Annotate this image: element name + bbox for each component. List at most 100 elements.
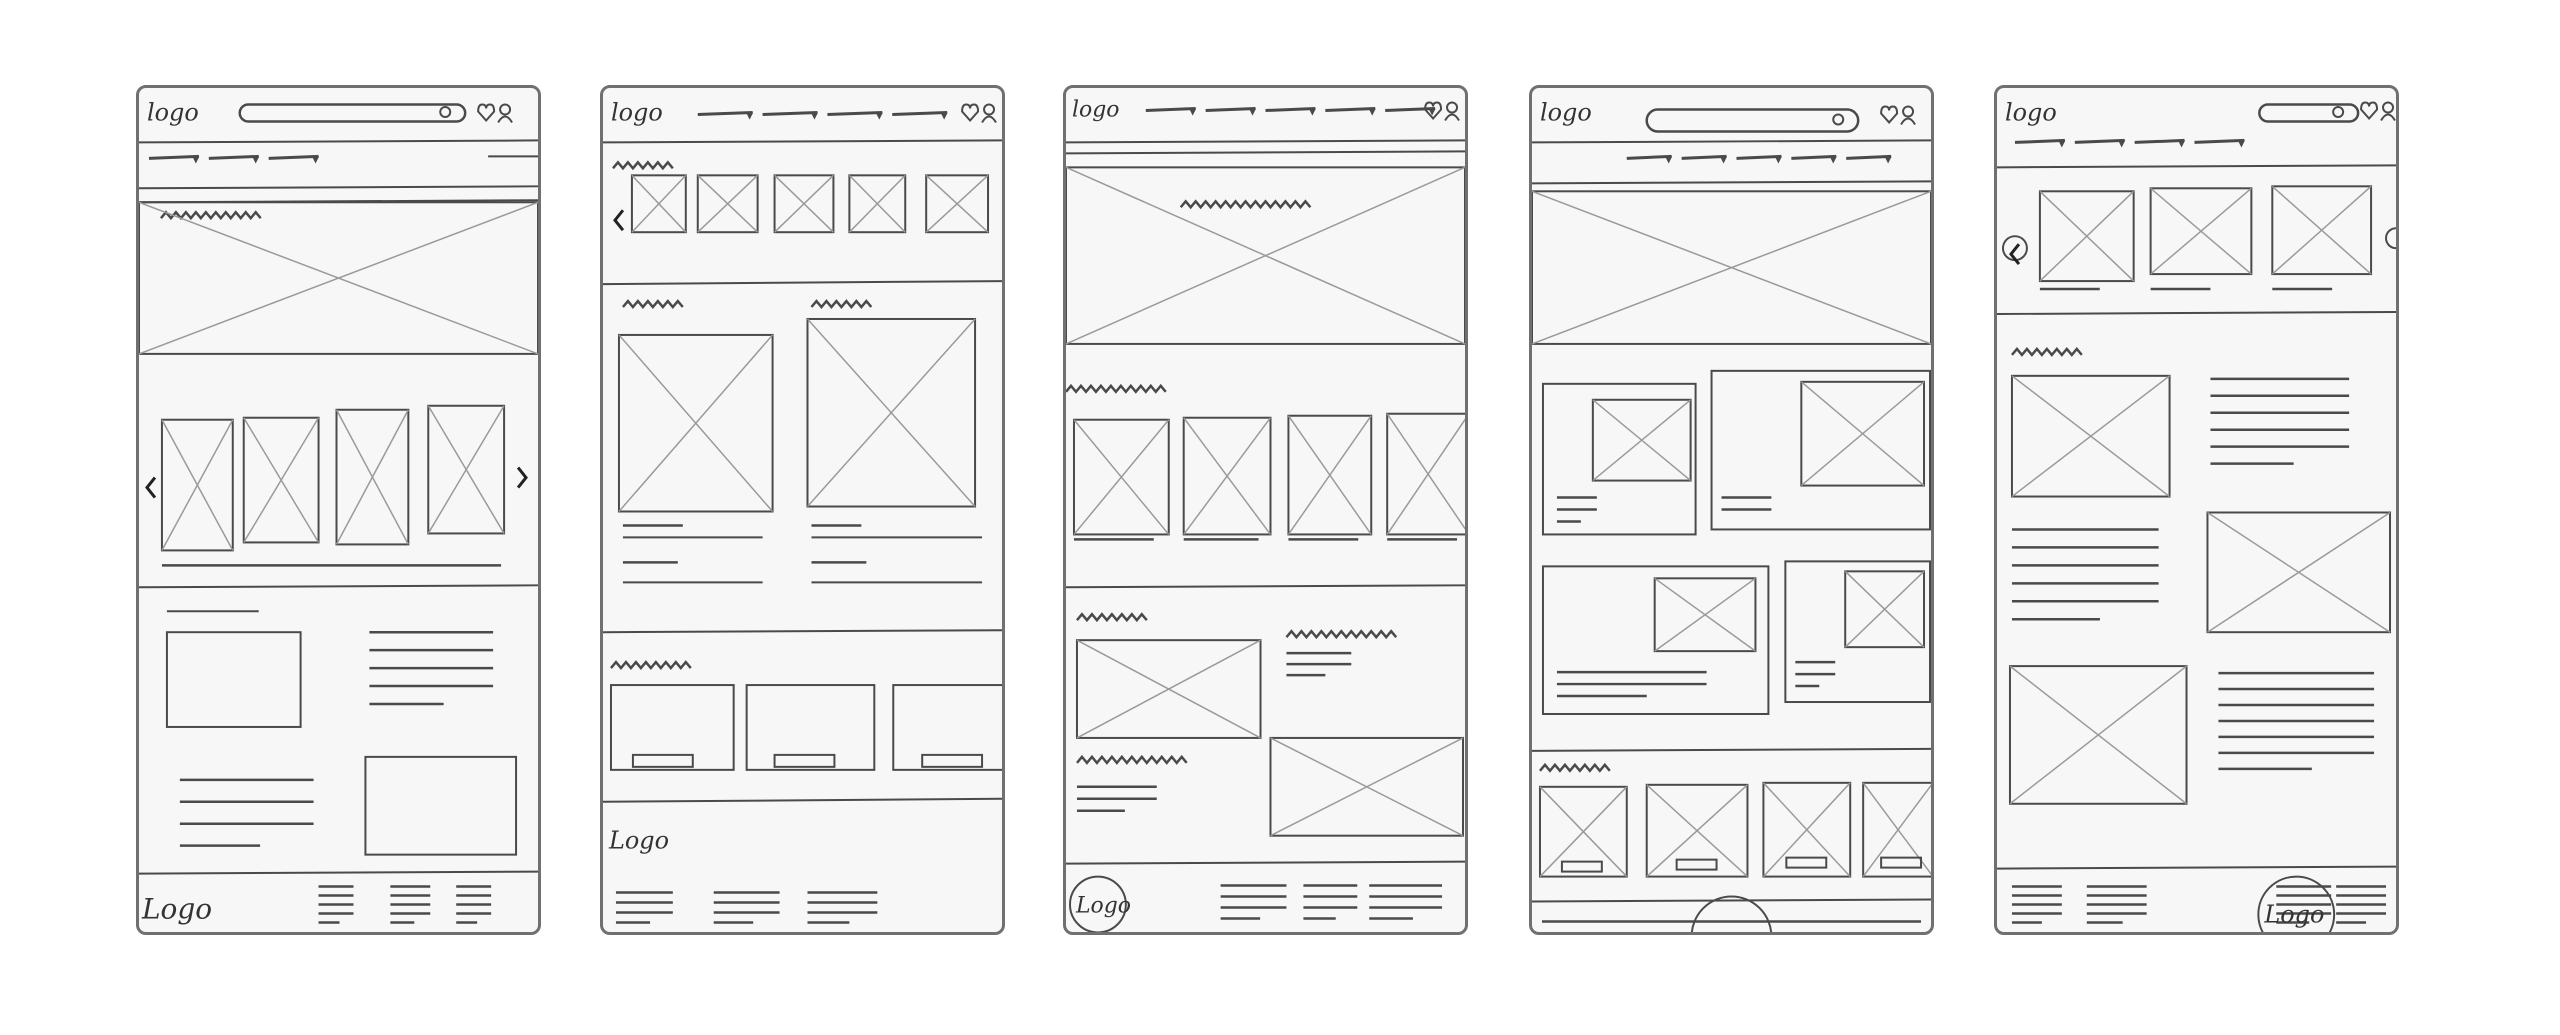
- chevron-down-icon: [1720, 156, 1727, 164]
- placeholder-frame: [2038, 190, 2135, 283]
- image-placeholder: [1269, 736, 1465, 837]
- placeholder-frame: [1066, 166, 1465, 345]
- chevron-down-icon: [875, 112, 883, 120]
- placeholder-frame: [848, 174, 907, 234]
- placeholder-frame: [427, 404, 506, 535]
- heart-icon: [961, 103, 980, 122]
- placeholder-cross: [1183, 417, 1272, 535]
- placeholder-cross: [1066, 166, 1465, 345]
- chevron-down-icon: [1774, 156, 1782, 164]
- placeholder-cross: [925, 174, 989, 233]
- placeholder-cross: [1532, 190, 1931, 345]
- nav-item: [1265, 107, 1316, 112]
- image-placeholder: [1287, 414, 1373, 536]
- placeholder-frame: [139, 201, 538, 355]
- divider-line: [1532, 180, 1931, 185]
- placeholder-frame: [630, 174, 687, 234]
- image-placeholder: [1532, 190, 1931, 345]
- placeholder-cross: [1539, 786, 1628, 878]
- placeholder-cross: [631, 174, 687, 233]
- logo-text: Logo: [141, 892, 212, 925]
- image-placeholder: [1800, 380, 1926, 487]
- image-placeholder: [1072, 418, 1170, 536]
- image-placeholder: [1762, 781, 1852, 878]
- content-block: [1710, 369, 1931, 531]
- placeholder-cross: [1270, 737, 1464, 837]
- placeholder-frame: [696, 174, 759, 234]
- chevron-down-icon: [2118, 140, 2126, 148]
- placeholder-frame: [1072, 418, 1170, 536]
- image-placeholder: [1538, 785, 1628, 878]
- placeholder-cross: [2011, 375, 2171, 498]
- placeholder-frame: [1862, 781, 1931, 878]
- content-block: [1675, 858, 1718, 871]
- nav-item: [1385, 107, 1436, 112]
- image-placeholder: [617, 333, 774, 513]
- search-bar: [2258, 103, 2360, 123]
- image-placeholder: [1645, 783, 1749, 878]
- placeholder-cross: [335, 409, 409, 545]
- image-placeholder: [160, 418, 234, 552]
- divider-line: [1066, 150, 1465, 155]
- chevron-down-icon: [312, 156, 319, 164]
- content-block: [364, 755, 518, 856]
- search-icon: [2332, 106, 2345, 118]
- logo-text: logo: [147, 98, 199, 126]
- placeholder-cross: [1844, 570, 1925, 648]
- chevron-down-icon: [1665, 156, 1673, 164]
- placeholder-cross: [848, 174, 906, 233]
- image-placeholder: [1844, 570, 1926, 649]
- heading-scribble: [2011, 346, 2083, 357]
- logo-text: Logo: [608, 827, 669, 855]
- circle-shape: [2257, 875, 2336, 932]
- chevron-down-icon: [1884, 156, 1892, 164]
- user-icon-body: [981, 115, 997, 124]
- divider-line: [603, 629, 1002, 634]
- circle-shape: [1069, 875, 1127, 932]
- chevron-right-icon: [516, 466, 528, 489]
- divider-line: [1997, 164, 2396, 169]
- content-block: [1541, 565, 1770, 715]
- divider-line: [1997, 865, 2396, 870]
- placeholder-frame: [1182, 416, 1272, 536]
- placeholder-cross: [1800, 381, 1925, 487]
- image-placeholder: [335, 408, 410, 546]
- nav-item: [1205, 107, 1256, 112]
- circle-shape: [1690, 895, 1773, 932]
- image-placeholder: [1075, 639, 1262, 739]
- image-placeholder: [806, 317, 977, 508]
- search-icon: [439, 106, 452, 118]
- chevron-down-icon: [1249, 108, 1256, 116]
- chevron-down-icon: [1368, 108, 1376, 116]
- image-placeholder: [696, 174, 759, 234]
- nav-item: [2074, 138, 2125, 144]
- logo-text: logo: [1072, 97, 1119, 122]
- image-placeholder: [2008, 665, 2188, 805]
- user-icon-body: [1900, 117, 1916, 125]
- search-bar: [238, 103, 467, 123]
- image-placeholder: [2038, 190, 2135, 283]
- placeholder-cross: [243, 417, 320, 543]
- divider-line: [139, 584, 538, 589]
- nav-item: [1791, 154, 1837, 160]
- divider-line: [603, 797, 1002, 803]
- content-block: [1785, 856, 1828, 869]
- user-icon: [983, 103, 996, 116]
- image-placeholder: [848, 174, 907, 234]
- user-icon: [499, 103, 512, 116]
- nav-item: [1846, 154, 1892, 160]
- placeholder-frame: [1532, 190, 1931, 345]
- chevron-left-icon: [613, 209, 625, 232]
- placeholder-frame: [2010, 374, 2171, 498]
- placeholder-cross: [1386, 418, 1465, 535]
- placeholder-cross: [1762, 782, 1851, 878]
- placeholder-cross: [2009, 665, 2187, 805]
- heart-icon: [2360, 101, 2379, 120]
- placeholder-cross: [774, 174, 834, 233]
- placeholder-frame: [2149, 187, 2253, 276]
- heading-scribble: [1066, 383, 1167, 394]
- heading-scribble: [612, 160, 674, 171]
